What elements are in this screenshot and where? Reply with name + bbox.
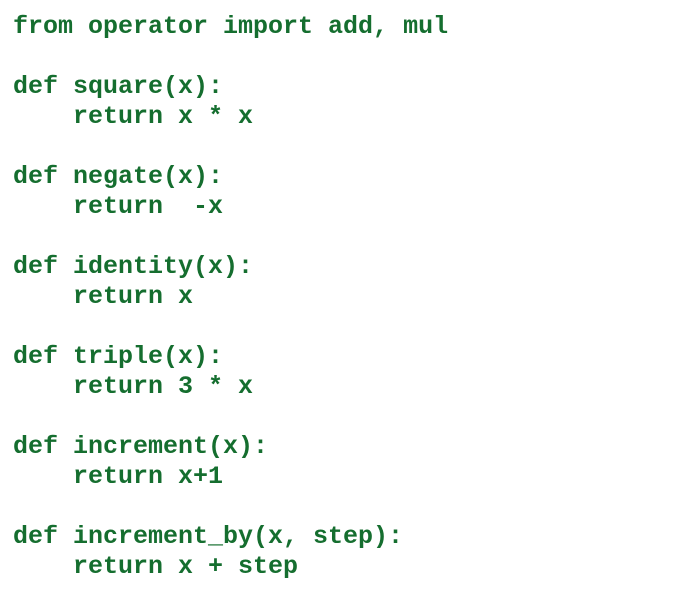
code-line-def-increment: def increment(x): [13, 432, 269, 461]
code-line-blank [13, 42, 676, 72]
code-line-def-triple: def triple(x): [13, 342, 224, 371]
code-line-blank [13, 402, 676, 432]
code-line-blank [13, 222, 676, 252]
code-line-blank [13, 312, 676, 342]
code-line-blank [13, 132, 676, 162]
code-line-def-increment-by: def increment_by(x, step): [13, 522, 404, 551]
code-line-return-identity: return x [13, 282, 194, 311]
code-line-blank [13, 492, 676, 522]
code-line-return-square: return x * x [13, 102, 254, 131]
code-line-return-triple: return 3 * x [13, 372, 254, 401]
code-line-return-increment: return x+1 [13, 462, 224, 491]
code-line-def-square: def square(x): [13, 72, 224, 101]
code-line-return-increment-by: return x + step [13, 552, 299, 581]
code-block: from operator import add, mul def square… [13, 12, 676, 581]
code-line-return-negate: return -x [13, 192, 224, 221]
code-line-def-negate: def negate(x): [13, 162, 224, 191]
code-line-import: from operator import add, mul [13, 12, 449, 41]
code-line-def-identity: def identity(x): [13, 252, 254, 281]
